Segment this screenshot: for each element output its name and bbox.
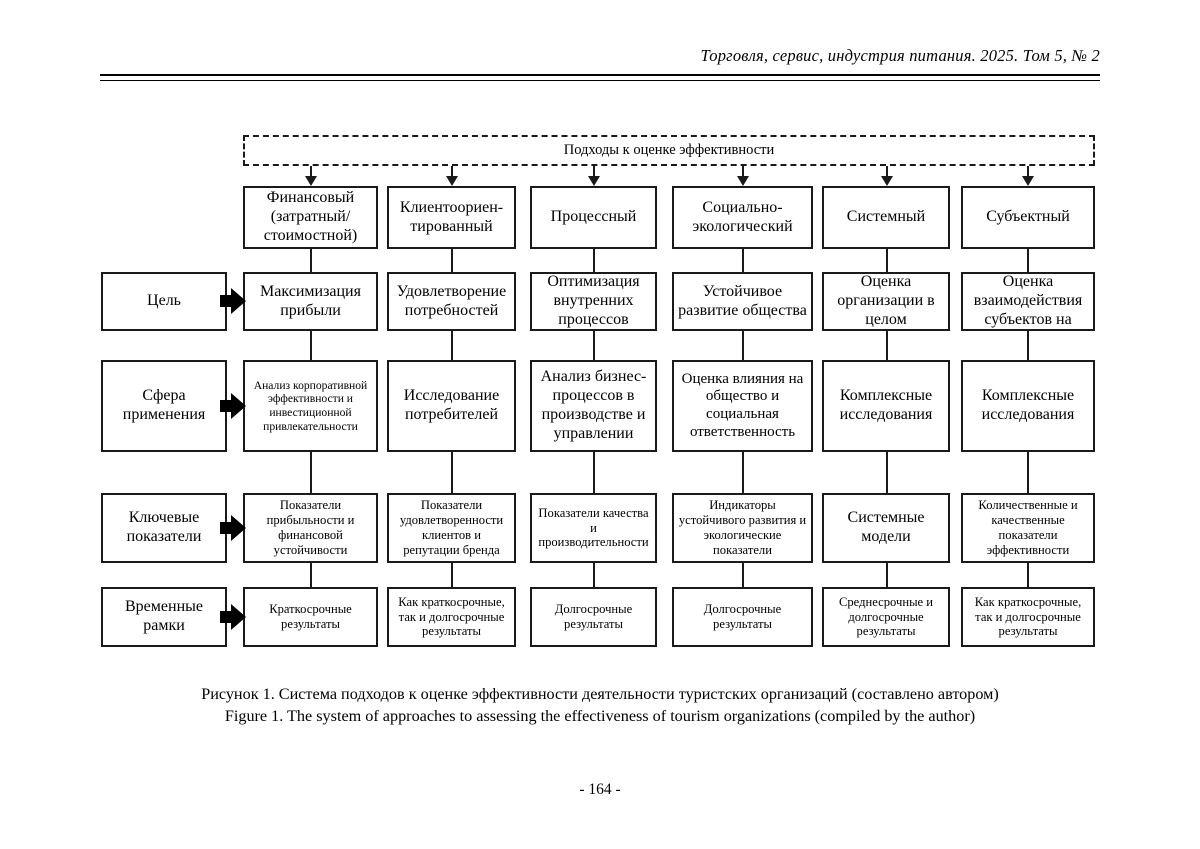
page-number: - 164 - [579, 781, 621, 798]
row-label-key-indicators: Ключевые показатели [101, 493, 227, 563]
band-connector-5 [886, 166, 888, 178]
cell-indicators-systemic: Системные модели [822, 493, 950, 563]
cell-timeframe-financial: Краткосрочные результаты [243, 587, 378, 647]
cell-goal-socio-ecological: Устойчивое развитие общества [672, 272, 813, 331]
col1-connector-r1 [310, 249, 312, 272]
column-header-process: Процессный [530, 186, 657, 249]
col3-connector-r4 [593, 563, 595, 587]
approaches-band-label: Подходы к оценке эффективности [563, 142, 775, 158]
col4-connector-r1 [742, 249, 744, 272]
col1-connector-r3 [310, 452, 312, 493]
col3-connector-r1 [593, 249, 595, 272]
cell-timeframe-client-oriented: Как краткосрочные, так и долгосрочные ре… [387, 587, 516, 647]
col2-connector-r4 [451, 563, 453, 587]
band-connector-3 [593, 166, 595, 178]
col6-connector-r4 [1027, 563, 1029, 587]
cell-scope-systemic: Комплексные исследования [822, 360, 950, 452]
cell-scope-process: Анализ бизнес-процессов в производстве и… [530, 360, 657, 452]
figure-diagram: Подходы к оценке эффективности Финансовы… [101, 135, 1095, 647]
column-header-client-oriented: Клиентоориен- тированный [387, 186, 516, 249]
col5-connector-r4 [886, 563, 888, 587]
row-label-goal: Цель [101, 272, 227, 331]
cell-scope-client-oriented: Исследование потребителей [387, 360, 516, 452]
row-label-scope: Сфера применения [101, 360, 227, 452]
row-arrow-scope [220, 393, 248, 419]
header-rule [100, 74, 1100, 81]
col2-connector-r1 [451, 249, 453, 272]
cell-scope-financial: Анализ корпоративной эффективности и инв… [243, 360, 378, 452]
band-arrow-3 [588, 176, 600, 186]
band-arrow-2 [446, 176, 458, 186]
cell-indicators-process: Показатели качества и производительности [530, 493, 657, 563]
row-label-timeframe: Временные рамки [101, 587, 227, 647]
col6-connector-r3 [1027, 452, 1029, 493]
cell-indicators-client-oriented: Показатели удовлетворенности клиентов и … [387, 493, 516, 563]
col1-connector-r4 [310, 563, 312, 587]
row-arrow-goal [220, 288, 248, 314]
figure-caption: Рисунок 1. Система подходов к оценке эфф… [100, 684, 1100, 728]
row-arrow-key-indicators [220, 515, 248, 541]
cell-goal-client-oriented: Удовлетворение потребностей [387, 272, 516, 331]
column-header-subjective: Субъектный [961, 186, 1095, 249]
column-header-socio-ecological: Социально- экологический [672, 186, 813, 249]
figure-caption-ru: Рисунок 1. Система подходов к оценке эфф… [201, 685, 999, 703]
col5-connector-r2 [886, 331, 888, 360]
col6-connector-r1 [1027, 249, 1029, 272]
cell-timeframe-process: Долгосрочные результаты [530, 587, 657, 647]
figure-caption-en: Figure 1. The system of approaches to as… [224, 706, 976, 725]
band-connector-4 [742, 166, 744, 178]
cell-goal-financial: Максимизация прибыли [243, 272, 378, 331]
col5-connector-r3 [886, 452, 888, 493]
col6-connector-r2 [1027, 331, 1029, 360]
band-arrow-6 [1022, 176, 1034, 186]
band-connector-2 [451, 166, 453, 178]
cell-goal-process: Оптимизация внутренних процессов [530, 272, 657, 331]
cell-timeframe-subjective: Как краткосрочные, так и долгосрочные ре… [961, 587, 1095, 647]
column-header-systemic: Системный [822, 186, 950, 249]
col3-connector-r3 [593, 452, 595, 493]
column-header-financial: Финансовый (затратный/ стоимостной) [243, 186, 378, 249]
band-connector-1 [310, 166, 312, 178]
band-arrow-4 [737, 176, 749, 186]
cell-timeframe-systemic: Среднесрочные и долгосрочные результаты [822, 587, 950, 647]
col2-connector-r3 [451, 452, 453, 493]
col4-connector-r3 [742, 452, 744, 493]
col4-connector-r4 [742, 563, 744, 587]
band-arrow-5 [881, 176, 893, 186]
running-head: Торговля, сервис, индустрия питания. 202… [700, 46, 1100, 65]
col3-connector-r2 [593, 331, 595, 360]
cell-scope-socio-ecological: Оценка влияния на общество и социальная … [672, 360, 813, 452]
cell-indicators-financial: Показатели прибыльности и финансовой уст… [243, 493, 378, 563]
cell-timeframe-socio-ecological: Долгосрочные результаты [672, 587, 813, 647]
approaches-band: Подходы к оценке эффективности [243, 135, 1095, 166]
col2-connector-r2 [451, 331, 453, 360]
cell-indicators-subjective: Количественные и качественные показатели… [961, 493, 1095, 563]
row-arrow-timeframe [220, 604, 248, 630]
cell-goal-systemic: Оценка организации в целом [822, 272, 950, 331]
cell-goal-subjective: Оценка взаимодействия субъектов на [961, 272, 1095, 331]
band-arrow-1 [305, 176, 317, 186]
band-connector-6 [1027, 166, 1029, 178]
col4-connector-r2 [742, 331, 744, 360]
col5-connector-r1 [886, 249, 888, 272]
cell-indicators-socio-ecological: Индикаторы устойчивого развития и эколог… [672, 493, 813, 563]
col1-connector-r2 [310, 331, 312, 360]
cell-scope-subjective: Комплексные исследования [961, 360, 1095, 452]
